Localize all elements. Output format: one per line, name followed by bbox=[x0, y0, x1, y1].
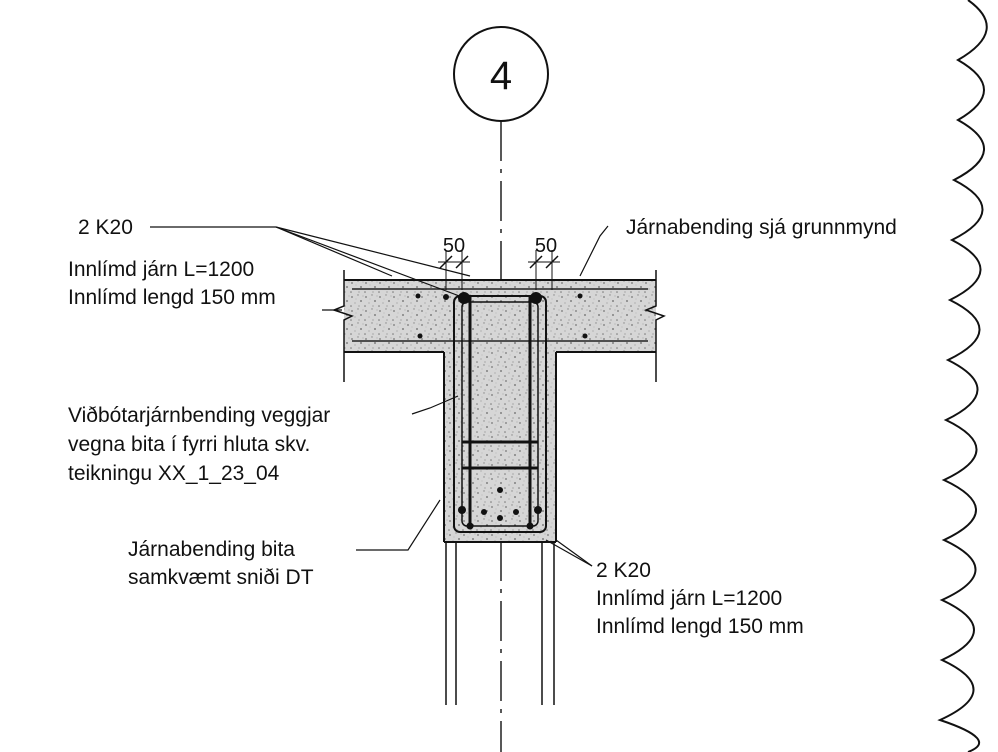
leader-bottom bbox=[545, 539, 593, 567]
label-top-left-l1: Innlímd járn L=1200 bbox=[68, 258, 254, 281]
rebar-dot bbox=[497, 487, 503, 493]
wall-below bbox=[445, 542, 555, 705]
label-beam-l2: samkvæmt sniði DT bbox=[128, 566, 314, 589]
rebar-dot bbox=[577, 293, 583, 299]
rebar-dot bbox=[582, 333, 588, 339]
dim-value-left: 50 bbox=[443, 235, 465, 257]
slab-break-right bbox=[643, 270, 666, 382]
dim-value-right: 50 bbox=[535, 235, 557, 257]
dim-tick bbox=[545, 255, 559, 269]
leader-top-left-2 bbox=[275, 226, 471, 277]
leader-beam bbox=[356, 499, 441, 551]
rebar-dot bbox=[458, 506, 466, 514]
label-bottom-bar: 2 K20 bbox=[596, 559, 651, 582]
rebar-dot bbox=[534, 506, 542, 514]
beam-stirrup-outer bbox=[453, 295, 547, 533]
leader-mid bbox=[411, 395, 459, 415]
rebar-dot bbox=[443, 294, 449, 300]
slab-concrete bbox=[344, 280, 656, 352]
leader-lines bbox=[150, 225, 609, 567]
label-beam-l1: Járnabending bita bbox=[128, 538, 295, 561]
dim-tick bbox=[529, 255, 543, 269]
leader-top-left-3 bbox=[275, 226, 471, 301]
leader-bottom-2 bbox=[555, 539, 593, 567]
rebar-dot bbox=[417, 333, 423, 339]
dimension-right: 50 bbox=[528, 235, 560, 290]
label-top-left-l2: Innlímd lengd 150 mm bbox=[68, 286, 276, 309]
annotations: 2 K20 Innlímd járn L=1200 Innlímd lengd … bbox=[68, 216, 897, 638]
rebar-dot bbox=[513, 509, 519, 515]
grid-number: 4 bbox=[490, 54, 512, 98]
rebar-dot bbox=[415, 293, 421, 299]
rebar-dot bbox=[530, 292, 542, 304]
slab-break-left bbox=[331, 270, 354, 382]
label-mid-l1: Viðbótarjárnbending veggjar bbox=[68, 404, 330, 427]
slab-section bbox=[331, 270, 666, 382]
grid-marker: 4 bbox=[453, 26, 549, 122]
label-top-right: Járnabending sjá grunnmynd bbox=[626, 216, 897, 239]
label-bottom-l2: Innlímd lengd 150 mm bbox=[596, 615, 804, 638]
rebar-dot bbox=[466, 522, 474, 530]
label-top-left-bar: 2 K20 bbox=[78, 216, 133, 239]
label-mid-l2: vegna bita í fyrri hluta skv. bbox=[68, 433, 310, 456]
beam-stirrup-inner bbox=[461, 301, 539, 527]
rebar-dot bbox=[526, 522, 534, 530]
rebar-dot bbox=[497, 515, 503, 521]
label-mid-l3: teikningu XX_1_23_04 bbox=[68, 462, 280, 485]
label-bottom-l1: Innlímd járn L=1200 bbox=[596, 587, 782, 610]
revision-cloud bbox=[937, 0, 988, 752]
rebar-dot bbox=[481, 509, 487, 515]
dim-tick bbox=[455, 255, 469, 269]
dim-tick bbox=[439, 255, 453, 269]
leader-top-right bbox=[579, 225, 609, 277]
